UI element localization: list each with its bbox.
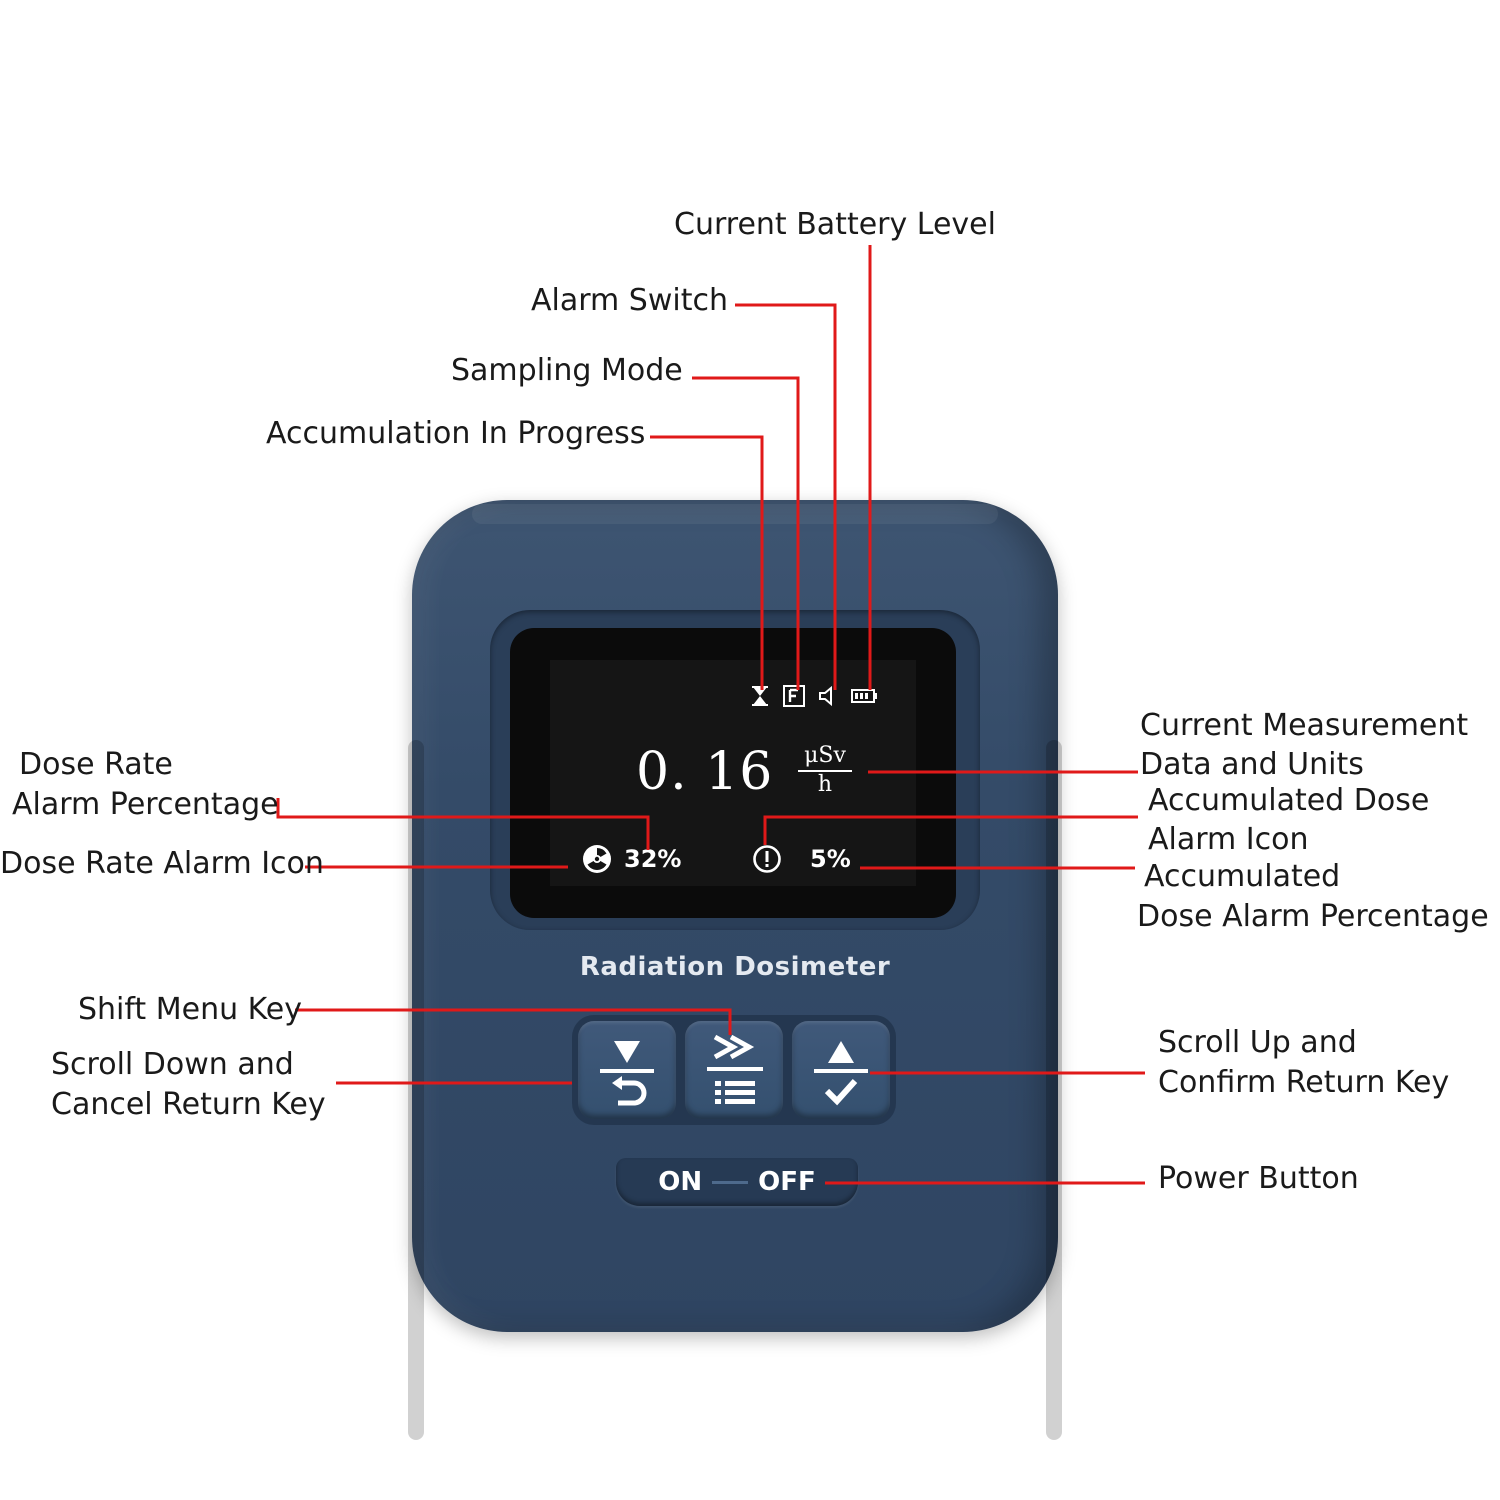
callout-accumulation: Accumulation In Progress (266, 416, 646, 451)
screen-frame: 0. 16 μSv h 32% 5% (510, 628, 956, 918)
accumulated-dose-alarm-row: 5% (752, 844, 851, 874)
callout-acc-pct-line2: Dose Alarm Percentage (1137, 899, 1489, 934)
callout-scroll-down-line2: Cancel Return Key (51, 1087, 326, 1122)
hourglass-icon (748, 684, 772, 708)
callout-acc-icon-line1: Accumulated Dose (1148, 783, 1430, 818)
device-top-edge (472, 504, 998, 524)
callout-acc-pct-line1: Accumulated (1144, 859, 1341, 894)
callout-scroll-down-line1: Scroll Down and (51, 1047, 294, 1082)
battery-icon (850, 684, 880, 708)
dose-rate-reading: 0. 16 (636, 742, 774, 802)
right-side-ridge (1046, 740, 1062, 1440)
dose-rate-alarm-row: 32% (582, 844, 681, 874)
check-icon (824, 1078, 858, 1106)
power-off-label: OFF (758, 1167, 816, 1197)
shift-menu-key[interactable] (685, 1021, 783, 1119)
dose-rate-alarm-percentage: 32% (624, 845, 682, 873)
power-button[interactable]: ON OFF (616, 1158, 858, 1206)
double-chevron-icon (713, 1034, 755, 1060)
power-on-label: ON (658, 1167, 703, 1197)
callout-measurement-line1: Current Measurement (1140, 708, 1469, 743)
brand-label: Radiation Dosimeter (579, 952, 891, 982)
lcd-screen: 0. 16 μSv h 32% 5% (550, 660, 916, 886)
speaker-icon (816, 684, 840, 708)
callout-acc-icon-line2: Alarm Icon (1148, 822, 1309, 857)
callout-shift-menu: Shift Menu Key (78, 992, 303, 1027)
unit-fraction-bar (798, 770, 852, 772)
radiation-icon (582, 844, 612, 874)
callout-power-button: Power Button (1158, 1161, 1359, 1196)
menu-list-icon (715, 1081, 755, 1104)
callout-battery-level: Current Battery Level (674, 207, 996, 242)
up-triangle-icon (828, 1041, 854, 1063)
scroll-up-confirm-key[interactable] (792, 1021, 890, 1119)
callout-measurement-line2: Data and Units (1140, 747, 1364, 782)
callout-scroll-up-line1: Scroll Up and (1158, 1025, 1357, 1060)
accumulated-dose-alarm-percentage: 5% (810, 845, 851, 873)
return-icon (616, 1080, 647, 1106)
status-icon-row (748, 684, 880, 708)
dosimeter-device: 0. 16 μSv h 32% 5% Radiation Dosimeter (408, 500, 1062, 1440)
callout-dose-rate-pct-line1: Dose Rate (19, 747, 173, 782)
callout-sampling-mode: Sampling Mode (451, 353, 683, 388)
unit-denominator: h (817, 772, 833, 797)
dose-rate-unit: μSv h (798, 744, 852, 796)
callout-scroll-up-line2: Confirm Return Key (1158, 1065, 1450, 1100)
scroll-down-cancel-key[interactable] (578, 1021, 676, 1119)
power-slider-dash (712, 1180, 749, 1184)
callout-dose-rate-icon: Dose Rate Alarm Icon (0, 846, 324, 881)
down-triangle-icon (614, 1041, 640, 1063)
left-side-ridge (408, 740, 424, 1440)
unit-numerator: μSv (804, 743, 846, 768)
exclamation-icon (752, 844, 782, 874)
f-mode-icon (782, 684, 806, 708)
keypad (572, 1015, 896, 1125)
callout-alarm-switch: Alarm Switch (531, 283, 728, 318)
callout-dose-rate-pct-line2: Alarm Percentage (12, 787, 279, 822)
